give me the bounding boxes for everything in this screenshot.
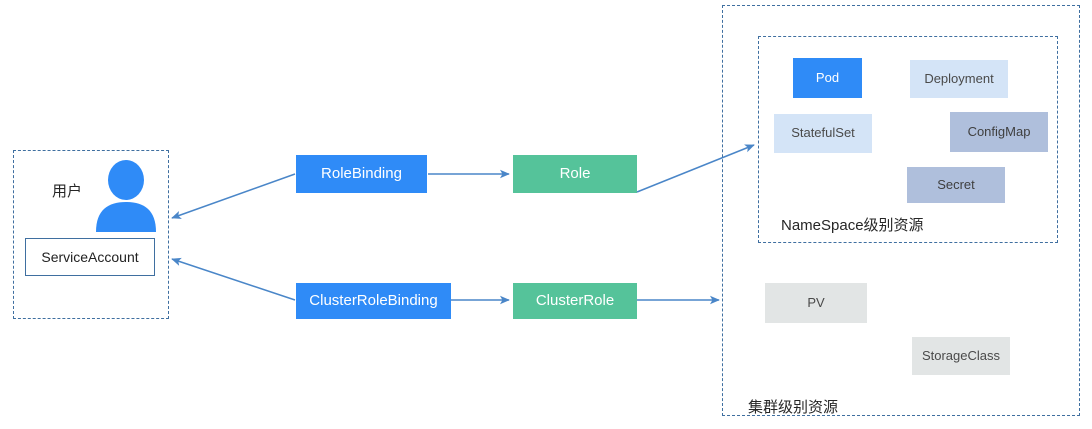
resource-storageclass[interactable]: StorageClass xyxy=(912,337,1010,375)
resource-pod[interactable]: Pod xyxy=(793,58,862,98)
resource-pv[interactable]: PV xyxy=(765,283,867,323)
resource-deployment[interactable]: Deployment xyxy=(910,60,1008,98)
cluster-scope-caption: 集群级别资源 xyxy=(748,399,839,416)
role-box[interactable]: Role xyxy=(513,155,637,193)
namespace-scope-caption: NameSpace级别资源 xyxy=(781,217,924,234)
resource-secret[interactable]: Secret xyxy=(907,167,1005,203)
namespace-scope-panel xyxy=(758,36,1058,243)
rolebinding-box[interactable]: RoleBinding xyxy=(296,155,427,193)
user-avatar-icon xyxy=(96,160,156,232)
resource-statefulset[interactable]: StatefulSet xyxy=(774,114,872,153)
resources-outer-panel xyxy=(722,5,1080,416)
user-label: 用户 xyxy=(52,183,83,200)
clusterrole-box[interactable]: ClusterRole xyxy=(513,283,637,319)
arrow-rolebinding-to-user xyxy=(171,173,296,219)
subject-group-panel xyxy=(13,150,169,319)
serviceaccount-box[interactable]: ServiceAccount xyxy=(25,238,155,276)
resource-configmap[interactable]: ConfigMap xyxy=(950,112,1048,152)
clusterrolebinding-box[interactable]: ClusterRoleBinding xyxy=(296,283,451,319)
arrow-clusterrolebinding-to-serviceaccount xyxy=(171,257,296,301)
